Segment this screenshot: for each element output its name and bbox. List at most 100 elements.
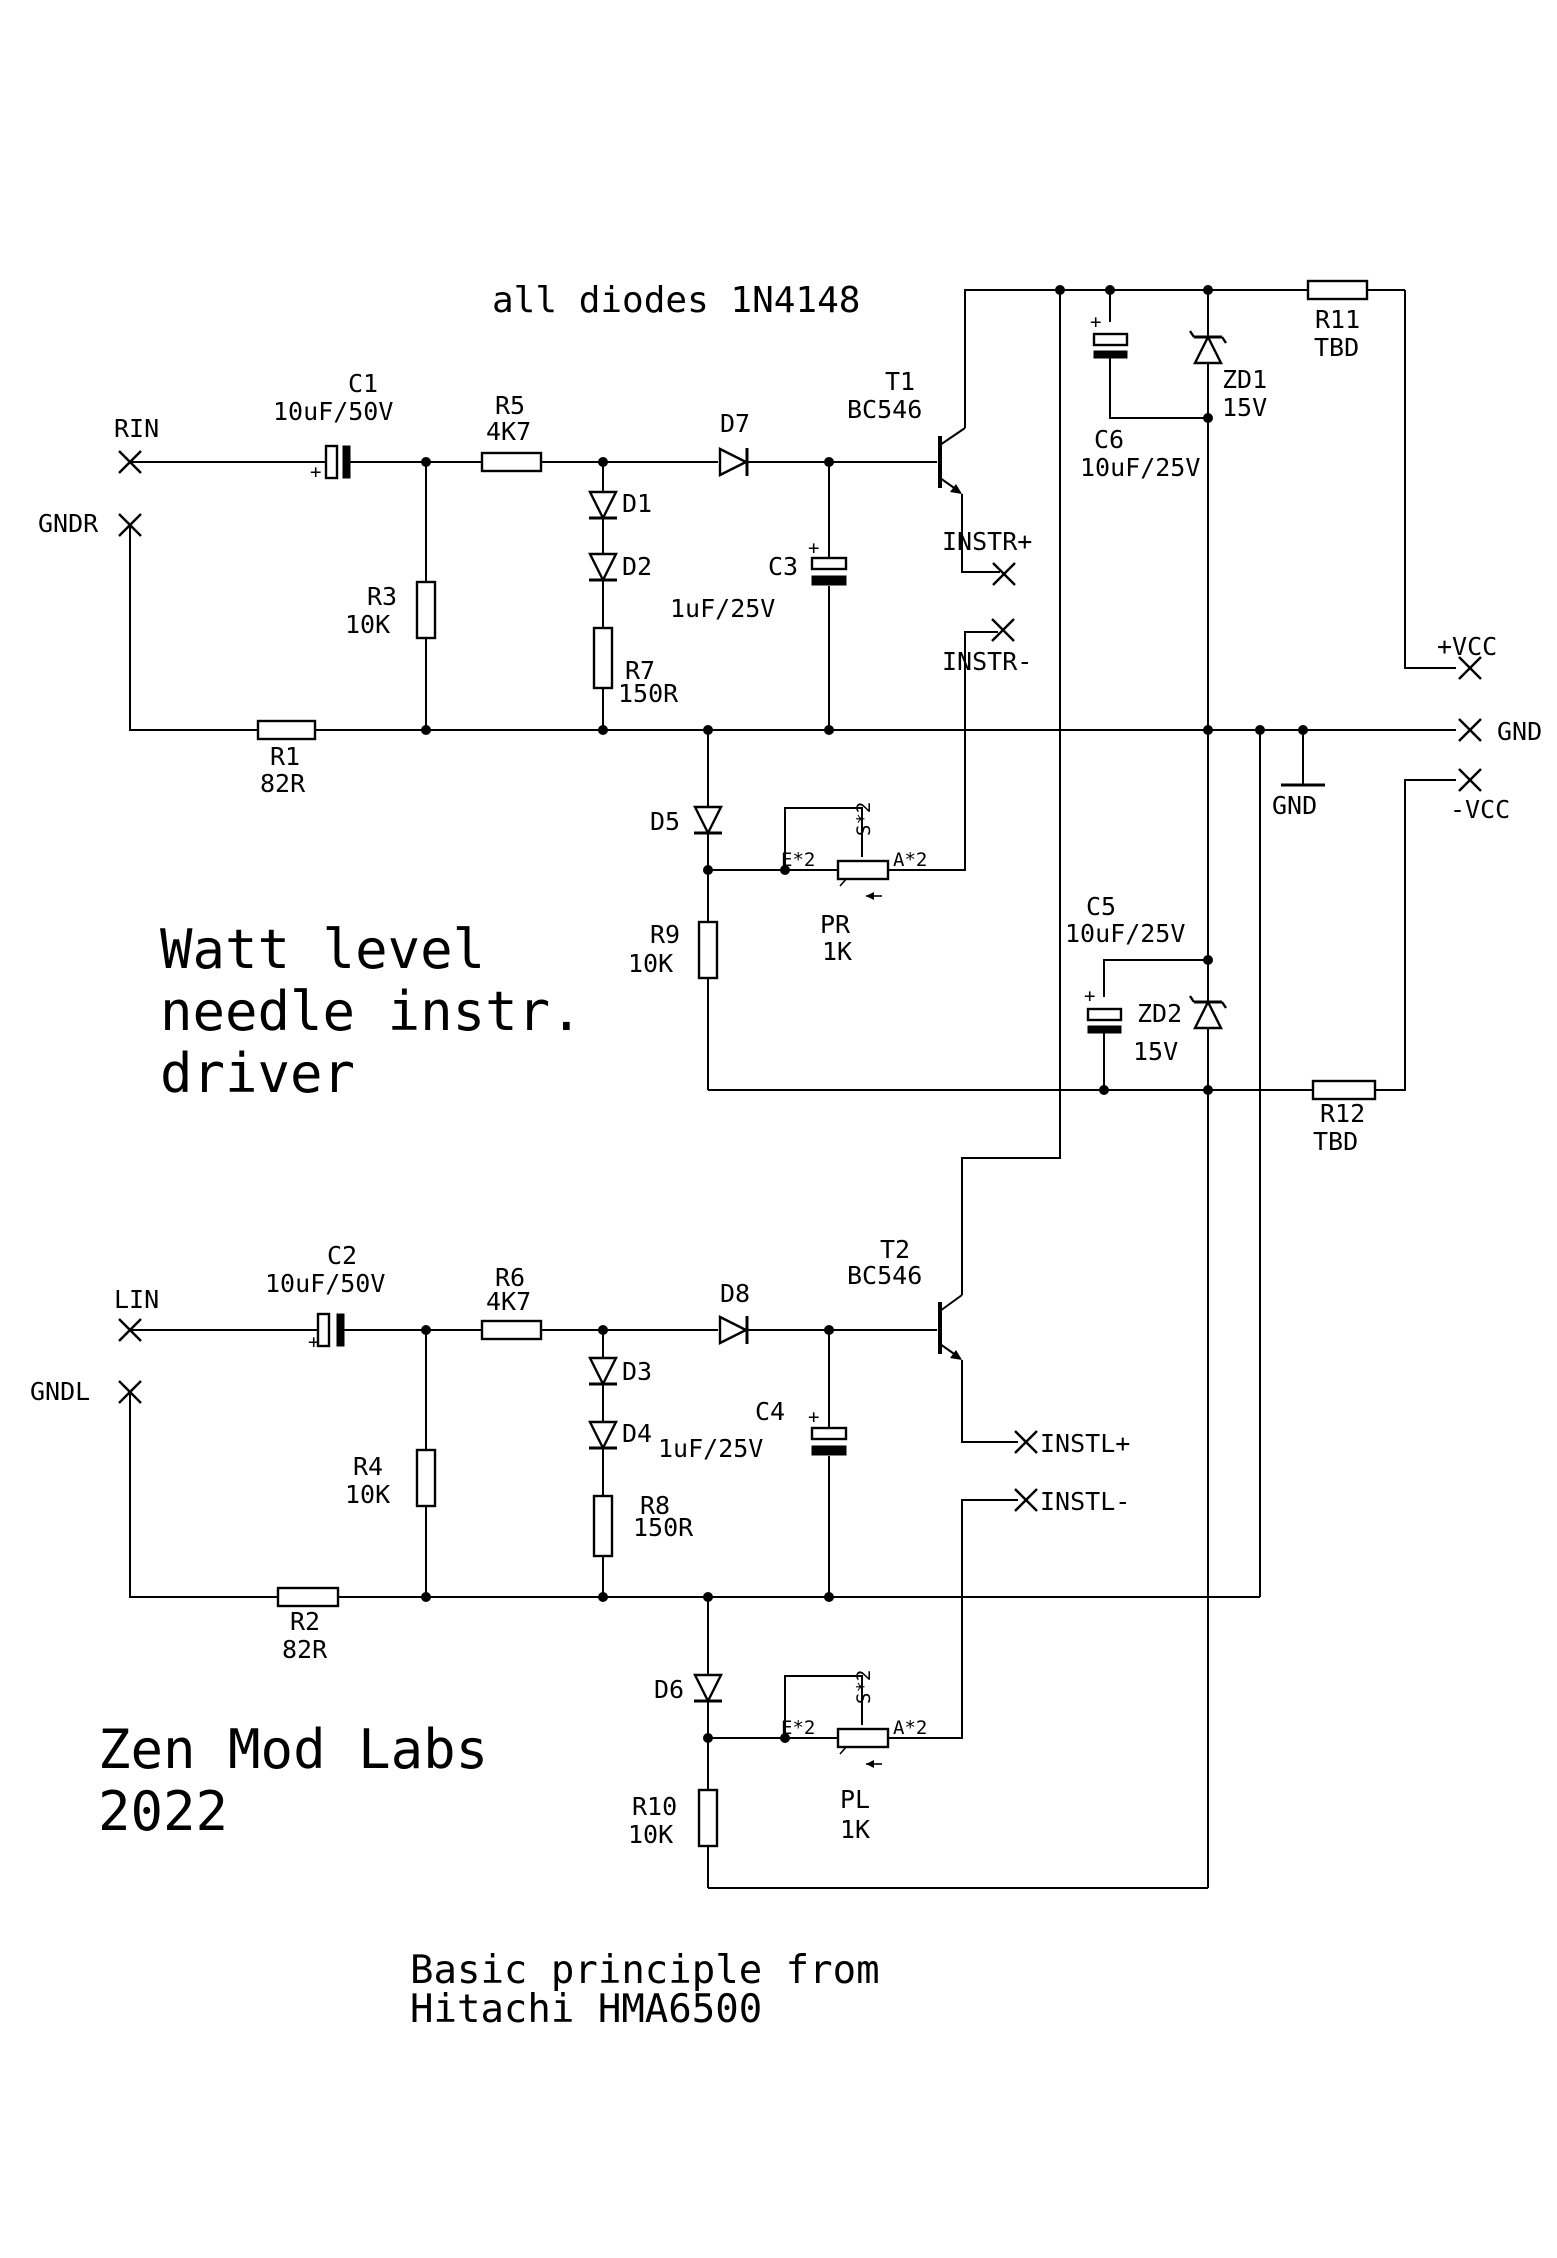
r9-ref: R9 (650, 920, 680, 949)
d8-ref: D8 (720, 1279, 750, 1308)
r6-val: 4K7 (486, 1287, 531, 1316)
d3-ref: D3 (622, 1357, 652, 1386)
pr-potentiometer[interactable] (836, 859, 890, 881)
svg-text:+: + (1090, 311, 1101, 333)
r6-resistor (480, 1319, 543, 1341)
instl-minus-terminal-icon[interactable] (1013, 1487, 1039, 1513)
r3-ref: R3 (367, 582, 397, 611)
r7-val: 150R (618, 679, 679, 708)
r1-ref: R1 (270, 742, 300, 771)
r2-ref: R2 (290, 1607, 320, 1636)
c4-ref: C4 (755, 1397, 785, 1426)
zd2-ref: ZD2 (1137, 999, 1182, 1028)
c3-capacitor: + (808, 537, 848, 586)
pl-ref: PL (840, 1785, 870, 1814)
r3-val: 10K (345, 610, 390, 639)
pr-pin-e: E*2 (781, 849, 815, 871)
c4-capacitor: + (808, 1406, 848, 1456)
d4-ref: D4 (622, 1419, 652, 1448)
d4-diode-icon (587, 1407, 619, 1463)
r4-val: 10K (345, 1480, 390, 1509)
pl-potentiometer[interactable] (836, 1727, 890, 1749)
c6-capacitor: + (1090, 311, 1129, 359)
pl-pin-s: S*2 (853, 1670, 875, 1704)
r1-resistor (256, 719, 317, 741)
brand-line-1: Zen Mod Labs (98, 1718, 488, 1781)
r7-resistor (592, 626, 614, 690)
r8-resistor (592, 1494, 614, 1558)
zd1-ref: ZD1 (1222, 365, 1267, 394)
credit-line-1: Basic principle from (410, 1948, 880, 1993)
r10-resistor (697, 1788, 719, 1848)
r11-val: TBD (1314, 333, 1359, 362)
d1-ref: D1 (622, 489, 652, 518)
pr-val: 1K (822, 937, 852, 966)
vcc-plus-label: +VCC (1437, 632, 1497, 661)
gnd-symbol-label: GND (1272, 791, 1317, 820)
instr-plus-terminal-icon[interactable] (991, 561, 1017, 587)
c2-ref: C2 (327, 1241, 357, 1270)
c5-capacitor: + (1084, 985, 1123, 1034)
pl-val: 1K (840, 1815, 870, 1844)
c1-ref: C1 (348, 369, 378, 398)
zd1-zener-icon (1188, 329, 1228, 378)
r11-resistor (1306, 279, 1369, 301)
r2-val: 82R (282, 1635, 328, 1664)
instl-plus-label: INSTL+ (1040, 1429, 1130, 1458)
d8-diode-icon (718, 1314, 749, 1346)
r3-resistor (415, 580, 437, 640)
r4-resistor (415, 1448, 437, 1508)
r12-ref: R12 (1320, 1099, 1365, 1128)
zd2-val: 15V (1133, 1037, 1178, 1066)
r7-ref: R7 (625, 656, 655, 685)
gndl-label: GNDL (30, 1377, 90, 1406)
instl-plus-terminal-icon[interactable] (1013, 1429, 1039, 1455)
zd1-val: 15V (1222, 393, 1267, 422)
svg-text:+: + (808, 537, 819, 559)
d5-ref: D5 (650, 807, 680, 836)
svg-text:+: + (1084, 985, 1095, 1007)
d6-diode-icon (692, 1660, 724, 1716)
d5-diode-icon (692, 792, 724, 848)
r9-val: 10K (628, 949, 673, 978)
gnd-label: GND (1497, 717, 1542, 746)
instl-minus-label: INSTL- (1040, 1487, 1130, 1516)
t1-val: BC546 (847, 395, 922, 424)
title-line-3: driver (160, 1042, 355, 1105)
r5-val: 4K7 (486, 417, 531, 446)
pl-pin-e: E*2 (781, 1717, 815, 1739)
r2-resistor (276, 1586, 340, 1608)
credit-line-2: Hitachi HMA6500 (410, 1987, 762, 2032)
c1-capacitor: + (310, 444, 351, 483)
svg-text:+: + (808, 1406, 819, 1428)
r8-ref: R8 (640, 1491, 670, 1520)
c5-ref: C5 (1086, 892, 1116, 921)
c1-val: 10uF/50V (273, 397, 393, 426)
left-channel (129, 1278, 1260, 1888)
d7-diode-icon (718, 446, 749, 478)
instr-plus-label: INSTR+ (942, 527, 1032, 556)
c2-capacitor: + (308, 1312, 345, 1353)
gnd-terminal-icon[interactable] (1457, 717, 1483, 743)
instr-minus-terminal-icon[interactable] (990, 617, 1016, 643)
d2-diode-icon (587, 539, 619, 595)
diode-note: all diodes 1N4148 (492, 280, 860, 321)
r8-val: 150R (633, 1513, 694, 1542)
vcc-minus-terminal-icon[interactable] (1457, 767, 1483, 793)
d2-ref: D2 (622, 552, 652, 581)
zd2-zener-icon (1188, 994, 1228, 1043)
c3-val: 1uF/25V (670, 594, 775, 623)
title-line-2: needle instr. (160, 980, 583, 1043)
gndr-label: GNDR (38, 509, 99, 538)
c6-ref: C6 (1094, 425, 1124, 454)
r11-ref: R11 (1315, 305, 1360, 334)
r9-resistor (697, 920, 719, 980)
vcc-minus-label: -VCC (1450, 795, 1510, 824)
lin-label: LIN (114, 1285, 159, 1314)
title-line-1: Watt level (160, 918, 485, 981)
r12-resistor (1311, 1079, 1377, 1101)
r4-ref: R4 (353, 1452, 383, 1481)
t2-val: BC546 (847, 1261, 922, 1290)
r10-val: 10K (628, 1820, 673, 1849)
